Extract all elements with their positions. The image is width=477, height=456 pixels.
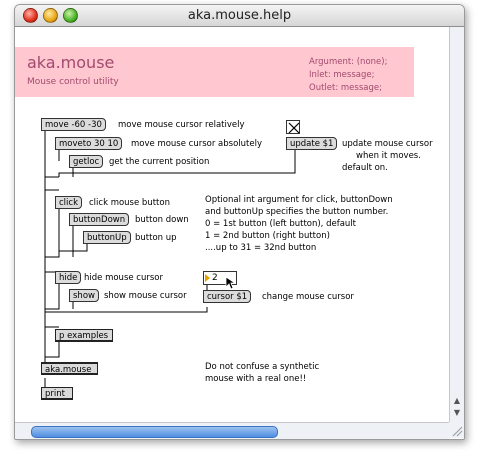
number-triangle-icon — [205, 274, 210, 282]
buttondown-message[interactable]: buttonDown — [69, 213, 130, 226]
arrow-cursor-icon — [225, 276, 237, 290]
patcher-canvas[interactable]: aka.mouse Mouse control utility Argument… — [15, 27, 449, 422]
update-message[interactable]: update $1 — [286, 137, 338, 150]
header-inlet: Inlet: message; — [309, 70, 375, 80]
toggle-x-icon — [288, 122, 300, 134]
moveto-comment: move mouse cursor absolutely — [131, 139, 262, 149]
print-object[interactable]: print — [41, 387, 73, 400]
update-comment-2: when it moves. — [356, 151, 421, 161]
click-comment: click mouse button — [89, 198, 170, 208]
resize-grip-icon[interactable] — [449, 422, 464, 438]
show-message[interactable]: show — [69, 289, 99, 302]
update-toggle[interactable] — [286, 120, 300, 134]
buttonup-message[interactable]: buttonUp — [83, 231, 131, 244]
click-message[interactable]: click — [55, 196, 82, 209]
title-bar[interactable]: aka.mouse.help — [15, 5, 464, 27]
hide-message[interactable]: hide — [55, 271, 82, 284]
option-comment-4: 1 = 2nd button (right button) — [205, 231, 330, 241]
option-comment-5: ....up to 31 = 32nd button — [205, 243, 317, 253]
scroll-up-arrow-icon[interactable]: ▲ — [453, 396, 461, 405]
getloc-message[interactable]: getloc — [69, 155, 104, 168]
close-button[interactable] — [23, 8, 38, 23]
horizontal-scroll-thumb[interactable] — [31, 426, 278, 438]
cursor-comment: change mouse cursor — [262, 292, 354, 302]
horizontal-scrollbar[interactable] — [15, 422, 449, 439]
show-comment: show mouse cursor — [104, 291, 187, 301]
header-argument: Argument: (none); — [309, 57, 388, 67]
move-comment: move mouse cursor relatively — [118, 120, 245, 130]
help-header: aka.mouse Mouse control utility Argument… — [15, 47, 414, 97]
vertical-scrollbar[interactable]: ▲ ▼ — [449, 27, 464, 422]
help-window: aka.mouse.help — [14, 4, 465, 440]
zoom-button[interactable] — [63, 8, 78, 23]
cursor-message[interactable]: cursor $1 — [203, 290, 252, 303]
update-comment-3: default on. — [342, 163, 388, 173]
window-title: aka.mouse.help — [187, 8, 292, 23]
patch-cords — [44, 130, 296, 389]
warning-comment-1: Do not confuse a synthetic — [205, 362, 320, 372]
header-title: aka.mouse — [27, 53, 115, 72]
option-comment-2: and buttonUp specifies the button number… — [205, 207, 389, 217]
scroll-down-arrow-icon[interactable]: ▼ — [453, 408, 461, 417]
hide-comment: hide mouse cursor — [84, 273, 163, 283]
minimize-button[interactable] — [43, 8, 58, 23]
move-message[interactable]: move -60 -30 — [41, 118, 106, 131]
aka-mouse-object[interactable]: aka.mouse — [41, 362, 98, 375]
moveto-message[interactable]: moveto 30 10 — [55, 137, 123, 150]
p-examples-object[interactable]: p examples — [55, 329, 113, 342]
number-value: 2 — [212, 273, 218, 283]
header-subtitle: Mouse control utility — [27, 77, 119, 87]
getloc-comment: get the current position — [109, 157, 210, 167]
warning-comment-2: mouse with a real one!! — [205, 374, 307, 384]
option-comment-1: Optional int argument for click, buttonD… — [205, 195, 393, 205]
header-outlet: Outlet: message; — [309, 83, 382, 93]
option-comment-3: 0 = 1st button (left button), default — [205, 219, 356, 229]
buttondown-comment: button down — [135, 215, 189, 225]
update-comment-1: update mouse cursor — [342, 139, 433, 149]
header-meta: Argument: (none); Inlet: message; Outlet… — [309, 56, 387, 95]
buttonup-comment: button up — [135, 233, 177, 243]
